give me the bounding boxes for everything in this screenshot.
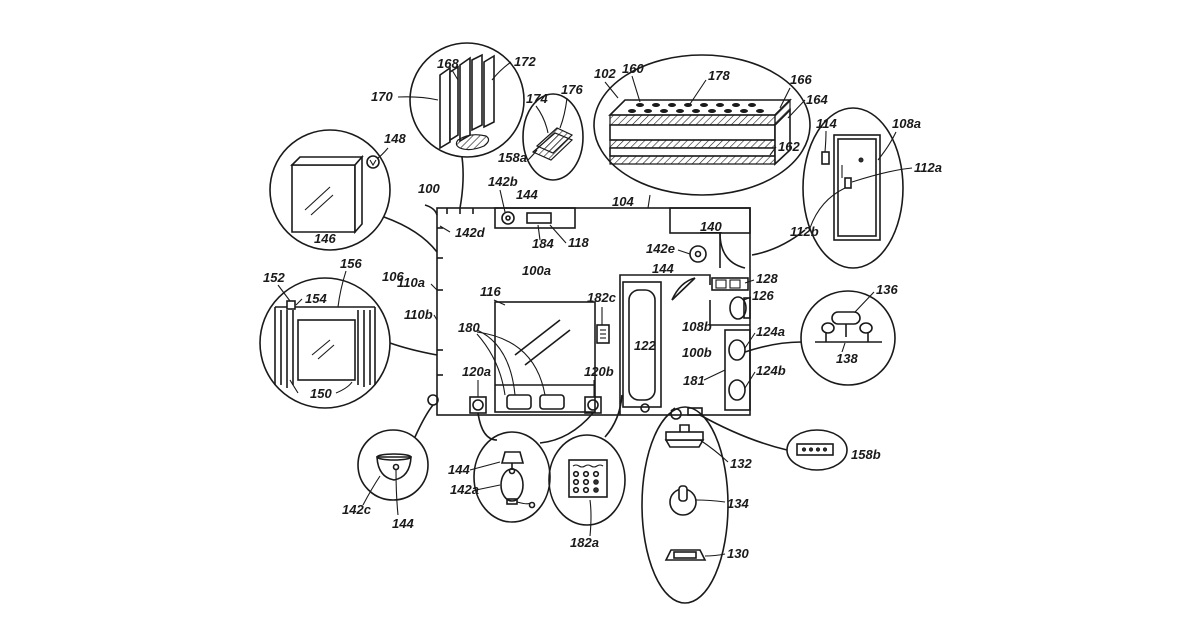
label-174: 174 [526, 91, 548, 106]
label-142d: 142d [455, 225, 486, 240]
label-142b: 142b [488, 174, 518, 189]
label-100: 100 [418, 181, 440, 196]
label-142c: 142c [342, 502, 372, 517]
label-144-closet: 144 [652, 261, 674, 276]
label-126: 126 [752, 288, 774, 303]
bath-fixtures-callout [642, 407, 728, 603]
label-146: 146 [314, 231, 336, 246]
label-172: 172 [514, 54, 536, 69]
label-154: 154 [305, 291, 327, 306]
label-144-ceiling: 144 [392, 516, 414, 531]
label-148: 148 [384, 131, 406, 146]
label-104: 104 [612, 194, 634, 209]
label-118: 118 [568, 235, 589, 250]
label-178: 178 [708, 68, 730, 83]
thermostat-callout [549, 435, 625, 525]
label-132: 132 [730, 456, 752, 471]
label-108b: 108b [682, 319, 712, 334]
mattress-callout [594, 55, 810, 195]
label-140: 140 [700, 219, 722, 234]
label-142e: 142e [646, 241, 675, 256]
lamp-callout [474, 432, 550, 522]
label-106: 106 [382, 269, 404, 284]
label-116: 116 [480, 284, 501, 299]
strip-device-callout [787, 430, 847, 470]
label-144-top: 144 [516, 187, 538, 202]
towels-callout [523, 94, 583, 180]
label-134: 134 [727, 496, 749, 511]
label-158b: 158b [851, 447, 881, 462]
ceiling-light-callout [358, 430, 428, 500]
label-108a: 108a [892, 116, 921, 131]
sink-callout [801, 291, 895, 385]
label-158a: 158a [498, 150, 527, 165]
label-124b: 124b [756, 363, 786, 378]
label-156: 156 [340, 256, 362, 271]
label-114: 114 [816, 116, 837, 131]
label-120b: 120b [584, 364, 614, 379]
label-168: 168 [437, 56, 459, 71]
label-142a: 142a [450, 482, 479, 497]
label-124a: 124a [756, 324, 785, 339]
label-164: 164 [806, 92, 828, 107]
label-166: 166 [790, 72, 812, 87]
label-184: 184 [532, 236, 554, 251]
label-182a: 182a [570, 535, 599, 550]
label-162: 162 [778, 139, 800, 154]
label-152: 152 [263, 270, 285, 285]
label-120a: 120a [462, 364, 491, 379]
label-180: 180 [458, 320, 480, 335]
label-160: 160 [622, 61, 644, 76]
door-callout [803, 108, 903, 268]
label-136: 136 [876, 282, 898, 297]
label-144-lamp: 144 [448, 462, 470, 477]
label-170: 170 [371, 89, 393, 104]
label-182c: 182c [587, 290, 617, 305]
label-150: 150 [310, 386, 332, 401]
label-130: 130 [727, 546, 749, 561]
fabric-callout [410, 43, 524, 157]
label-102: 102 [594, 66, 616, 81]
label-128: 128 [756, 271, 778, 286]
label-110b: 110b [404, 307, 433, 322]
label-112a: 112a [914, 160, 942, 175]
label-100a: 100a [522, 263, 551, 278]
label-138: 138 [836, 351, 858, 366]
label-100b: 100b [682, 345, 712, 360]
label-176: 176 [561, 82, 583, 97]
label-122: 122 [634, 338, 656, 353]
label-181: 181 [683, 373, 705, 388]
